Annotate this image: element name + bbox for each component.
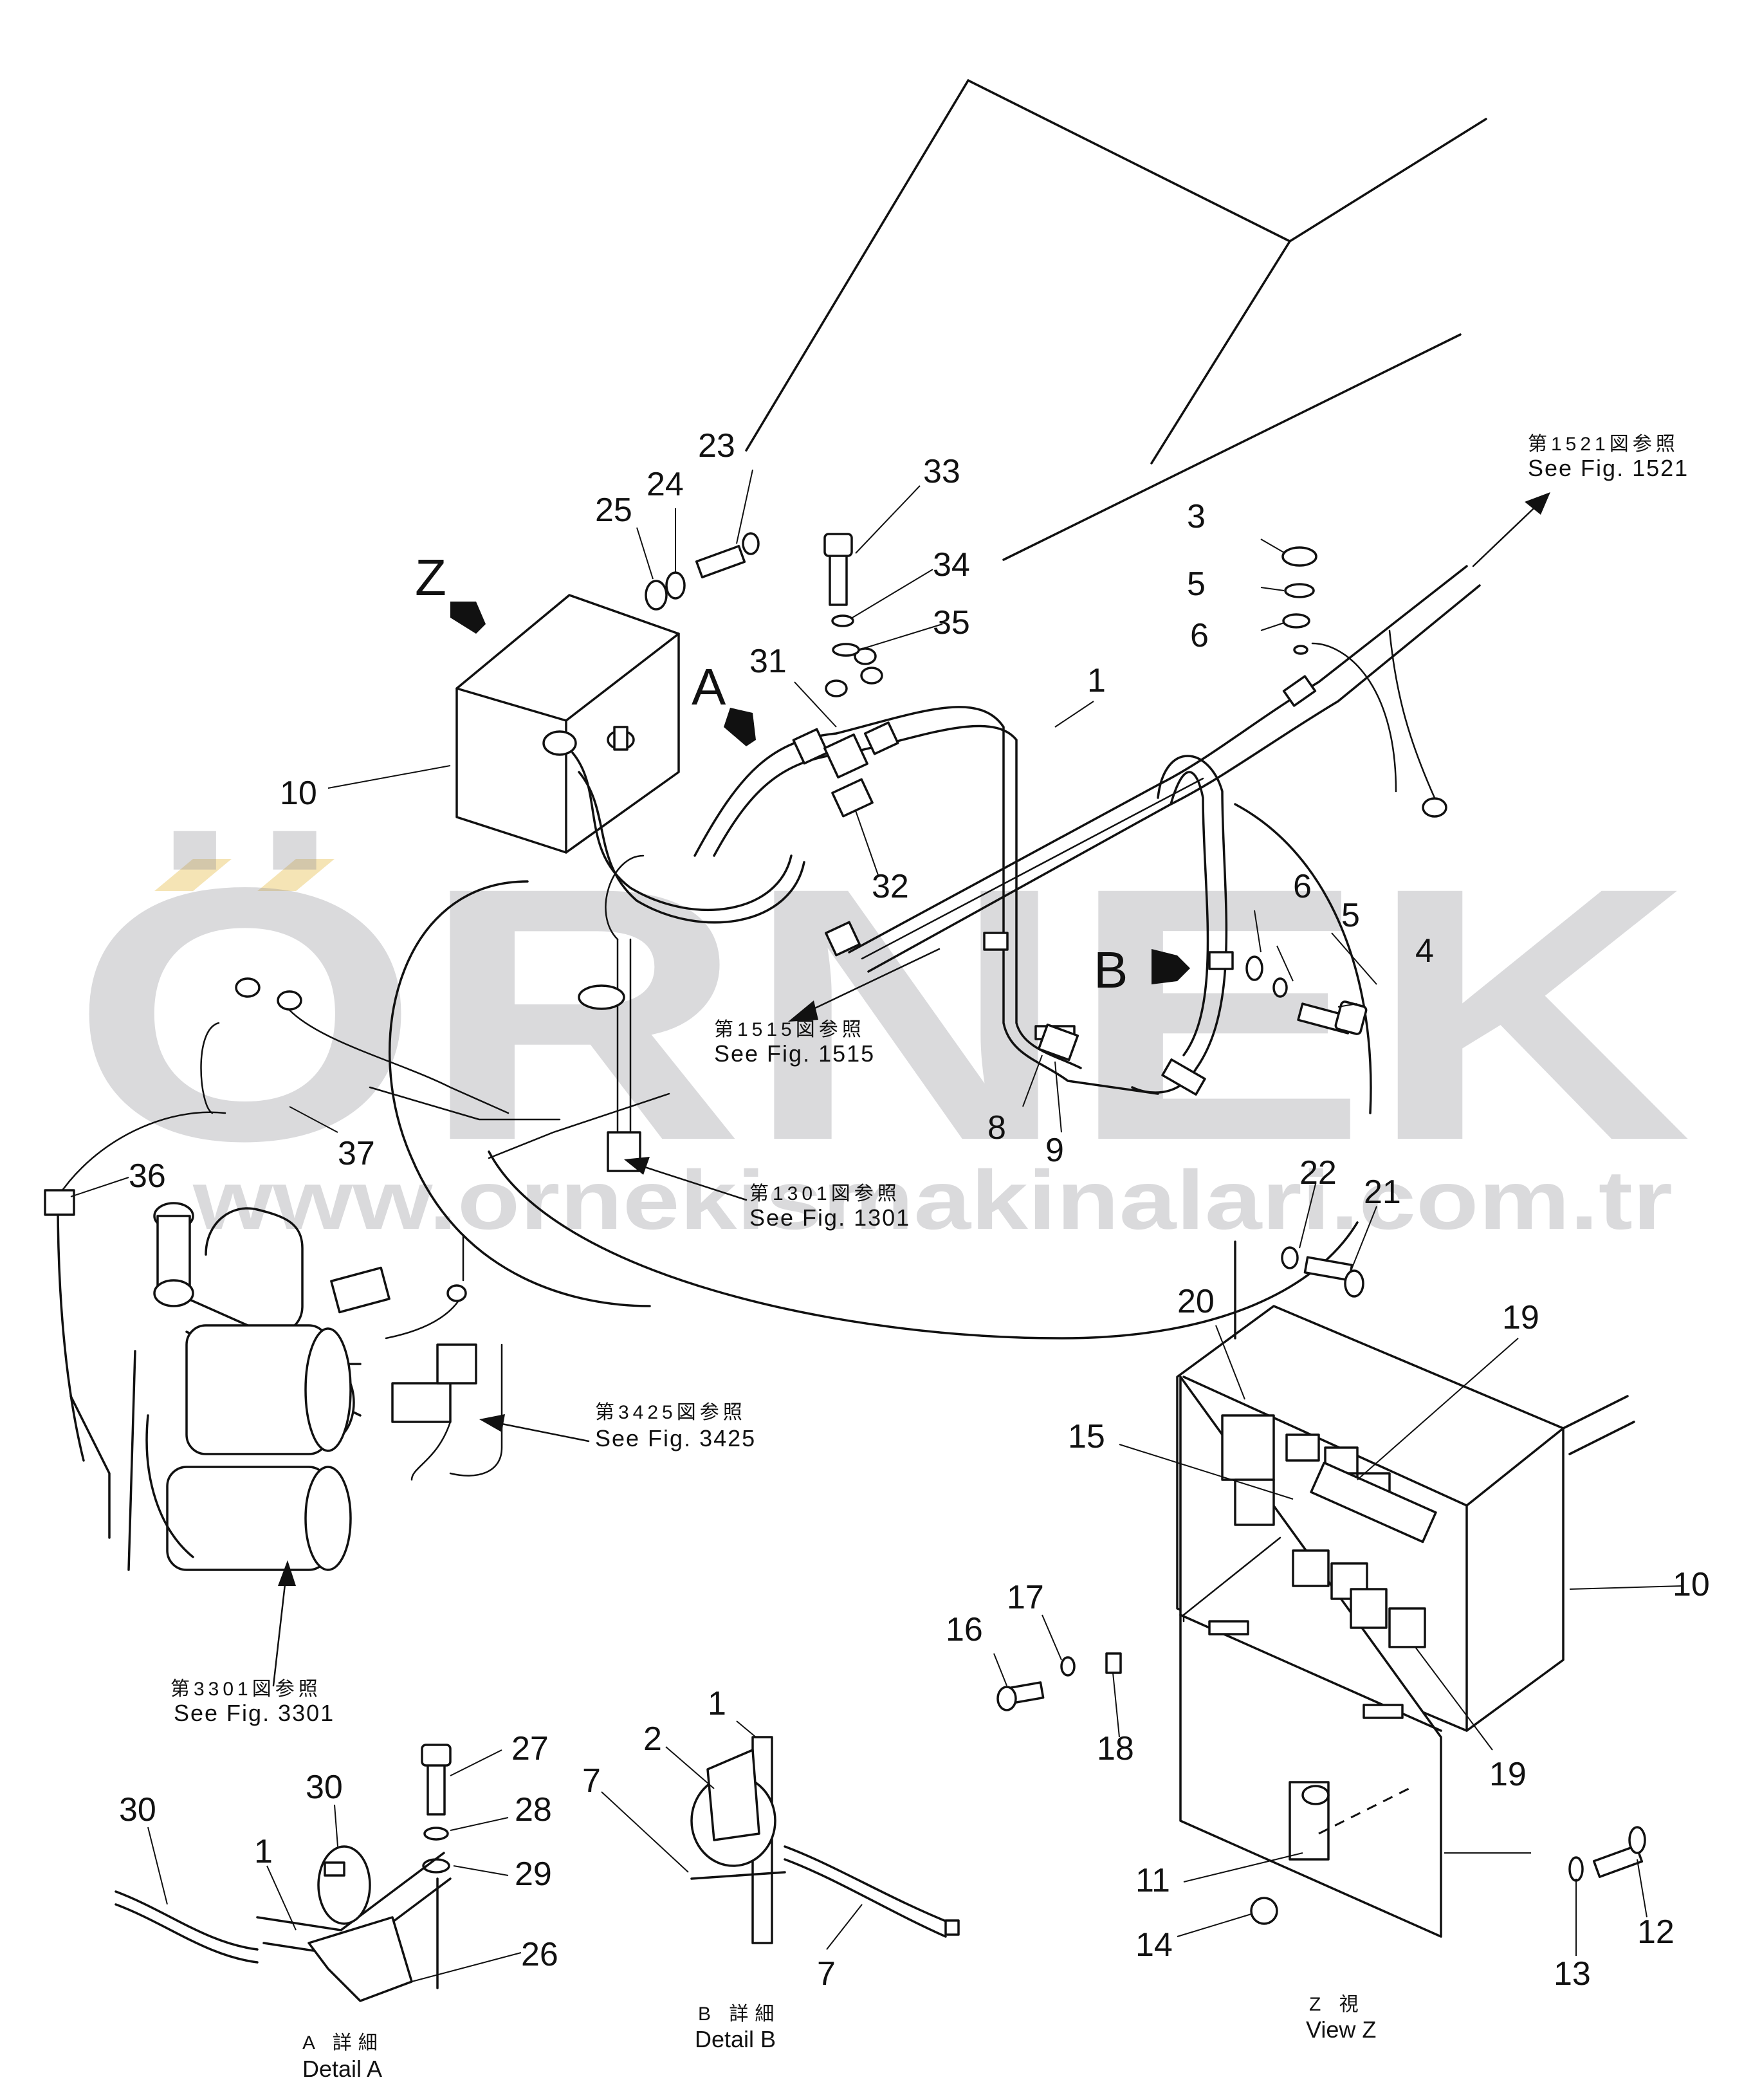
- fasteners: [421, 532, 1646, 1925]
- view-marker-a: A: [692, 658, 726, 715]
- callout-26: 26: [521, 1936, 558, 1973]
- watermark-accent-left: [154, 859, 232, 891]
- callout-7: 7: [817, 1955, 836, 1993]
- callout-3: 3: [1187, 498, 1206, 535]
- view-marker-z: Z: [415, 549, 446, 606]
- callout-36: 36: [129, 1157, 166, 1195]
- callout-34: 34: [933, 546, 970, 584]
- callout-37: 37: [338, 1135, 375, 1172]
- watermark: ÖRNEK www.ornekismakinalari.com.tr: [71, 813, 1692, 1247]
- callout-14: 14: [1135, 1926, 1173, 1964]
- callout-7: 7: [582, 1762, 601, 1800]
- figure-ref-3301: See Fig. 3301: [174, 1700, 335, 1726]
- view-z-caption-jp: Z 視: [1309, 1994, 1365, 2015]
- detail-b-drawing: [690, 1736, 960, 1944]
- callout-17: 17: [1007, 1579, 1044, 1616]
- callout-30: 30: [119, 1791, 156, 1828]
- callout-5: 5: [1187, 566, 1206, 603]
- callout-5: 5: [1341, 897, 1360, 934]
- watermark-accent-right: [257, 859, 335, 891]
- view-marker-b: B: [1094, 941, 1128, 999]
- callout-10: 10: [1673, 1566, 1710, 1603]
- callout-20: 20: [1177, 1283, 1215, 1320]
- callout-22: 22: [1299, 1154, 1337, 1192]
- detail-b-caption-jp: B 詳細: [698, 2003, 780, 2025]
- figure-ref-1301-jp: 第1301図参照: [749, 1183, 901, 1204]
- watermark-brand: ÖRNEK: [71, 813, 1692, 1215]
- callout-19: 19: [1489, 1756, 1527, 1793]
- callout-2: 2: [643, 1720, 662, 1758]
- callout-30: 30: [306, 1769, 343, 1806]
- callout-29: 29: [515, 1856, 552, 1893]
- relay-cluster: [792, 647, 899, 818]
- callout-27: 27: [511, 1730, 549, 1767]
- wiring-harness: [571, 565, 1481, 1172]
- figure-ref-3425: See Fig. 3425: [595, 1425, 756, 1451]
- callout-19: 19: [1502, 1299, 1539, 1336]
- callout-35: 35: [933, 604, 970, 641]
- detail-b-caption: Detail B: [695, 2026, 776, 2052]
- callout-13: 13: [1554, 1955, 1591, 1993]
- callout-9: 9: [1045, 1132, 1064, 1169]
- callout-25: 25: [595, 492, 632, 529]
- callout-31: 31: [749, 643, 787, 680]
- callout-6: 6: [1293, 868, 1312, 905]
- callout-11: 11: [1135, 1862, 1170, 1899]
- detail-a-caption: Detail A: [302, 2056, 382, 2082]
- figure-ref-1515-jp: 第1515図参照: [714, 1019, 865, 1040]
- callout-16: 16: [946, 1611, 983, 1648]
- machine-body-outline: [369, 79, 1487, 1340]
- callout-8: 8: [987, 1109, 1006, 1147]
- figure-ref-1521-jp: 第1521図参照: [1528, 434, 1679, 455]
- callout-21: 21: [1364, 1174, 1401, 1211]
- callout-15: 15: [1068, 1418, 1105, 1455]
- figure-ref-1301: See Fig. 1301: [749, 1204, 910, 1231]
- callout-32: 32: [872, 868, 909, 905]
- callout-24: 24: [647, 466, 684, 503]
- battery-relay-box-view-z: [1176, 1240, 1635, 1938]
- callout-23: 23: [698, 427, 735, 465]
- figure-ref-3425-jp: 第3425図参照: [595, 1402, 746, 1423]
- figure-ref-1515: See Fig. 1515: [714, 1040, 875, 1067]
- detail-a-caption-jp: A 詳細: [302, 2032, 384, 2054]
- reference-arrows: [272, 492, 1550, 1835]
- callout-4: 4: [1415, 932, 1434, 970]
- part-callouts: 1 3 5 6 6 5 4 8 9 10 23 24 25 33 34 35 3…: [119, 427, 1710, 1993]
- callout-1: 1: [1087, 662, 1106, 699]
- battery-relay-box-top: [455, 594, 680, 854]
- watermark-url: www.ornekismakinalari.com.tr: [192, 1153, 1673, 1247]
- callout-1: 1: [254, 1833, 273, 1870]
- figure-ref-1521: See Fig. 1521: [1528, 455, 1689, 481]
- figure-references: 第1521図参照 See Fig. 1521 第1515図参照 See Fig.…: [170, 434, 1689, 1726]
- detail-a-drawing: [115, 1845, 452, 2002]
- figure-ref-3301-jp: 第3301図参照: [170, 1679, 322, 1700]
- callout-6: 6: [1190, 617, 1209, 654]
- callout-12: 12: [1637, 1913, 1675, 1951]
- view-markers: Z A B: [415, 549, 1128, 999]
- callout-28: 28: [515, 1791, 552, 1828]
- starter-alternator-assembly: [44, 977, 509, 1571]
- callout-1: 1: [708, 1685, 726, 1722]
- callout-10: 10: [280, 775, 317, 812]
- detail-captions: A 詳細 Detail A B 詳細 Detail B Z 視 View Z: [302, 1994, 1376, 2082]
- leader-lines: [70, 469, 1683, 1982]
- callout-18: 18: [1097, 1730, 1134, 1767]
- switch-group: [330, 1234, 503, 1481]
- view-z-caption: View Z: [1306, 2016, 1376, 2043]
- callout-33: 33: [923, 453, 960, 490]
